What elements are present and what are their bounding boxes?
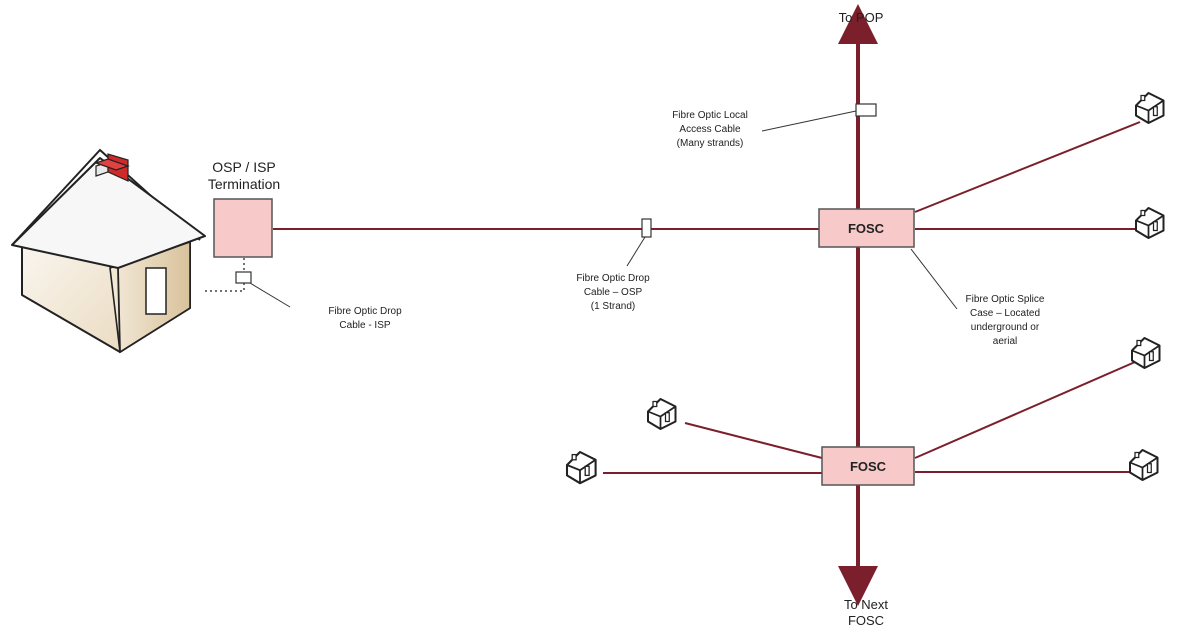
local-access-label-line3: (Many strands) — [677, 138, 744, 149]
drop-osp-label-line3: (1 Strand) — [591, 301, 635, 312]
small-house-icon — [1129, 449, 1159, 481]
termination-box — [213, 198, 273, 258]
drop-isp-label-line1: Fibre Optic Drop — [328, 306, 402, 317]
fosc-lower-label: FOSC — [850, 459, 887, 474]
splice-label-line1: Fibre Optic Splice — [966, 294, 1045, 305]
small-house-icon — [1131, 337, 1161, 369]
branch-cable — [914, 121, 1141, 213]
to-pop-label: To POP — [839, 10, 884, 25]
branch-cable — [684, 422, 823, 459]
small-house-icon — [565, 450, 597, 485]
osp-cable-marker — [641, 218, 652, 238]
isp-leader-line — [249, 282, 291, 308]
house-icon — [11, 148, 206, 354]
local-access-label-line2: Access Cable — [679, 124, 741, 135]
fosc-box-lower — [821, 446, 915, 486]
splice-leader-line — [910, 248, 958, 310]
local-access-leader-line — [761, 110, 857, 132]
fosc-box-upper — [818, 208, 915, 248]
splice-label-line4: aerial — [993, 336, 1017, 347]
to-next-fosc-label-line1: To Next — [844, 597, 888, 612]
small-house-icon — [1135, 207, 1165, 239]
isp-cable-marker — [235, 271, 252, 284]
osp-leader-line — [626, 236, 646, 267]
fosc-upper-label: FOSC — [848, 221, 885, 236]
chimney-icon — [94, 153, 130, 182]
drop-osp-label-line1: Fibre Optic Drop — [576, 273, 650, 284]
local-access-label-line1: Fibre Optic Local — [672, 110, 748, 121]
termination-label-line2: Termination — [208, 176, 280, 192]
small-house-icon — [647, 398, 677, 430]
branch-cable — [914, 361, 1136, 459]
small-house-icon — [1135, 92, 1165, 124]
drop-osp-label-line2: Cable – OSP — [584, 287, 643, 298]
splice-label-line3: underground or — [971, 322, 1040, 333]
termination-label-line1: OSP / ISP — [212, 159, 276, 175]
splice-label-line2: Case – Located — [970, 308, 1040, 319]
drop-cable-isp — [205, 257, 245, 292]
local-access-cable-marker — [855, 103, 877, 117]
drop-isp-label-line2: Cable - ISP — [339, 320, 390, 331]
to-next-fosc-label-line2: FOSC — [848, 613, 884, 628]
